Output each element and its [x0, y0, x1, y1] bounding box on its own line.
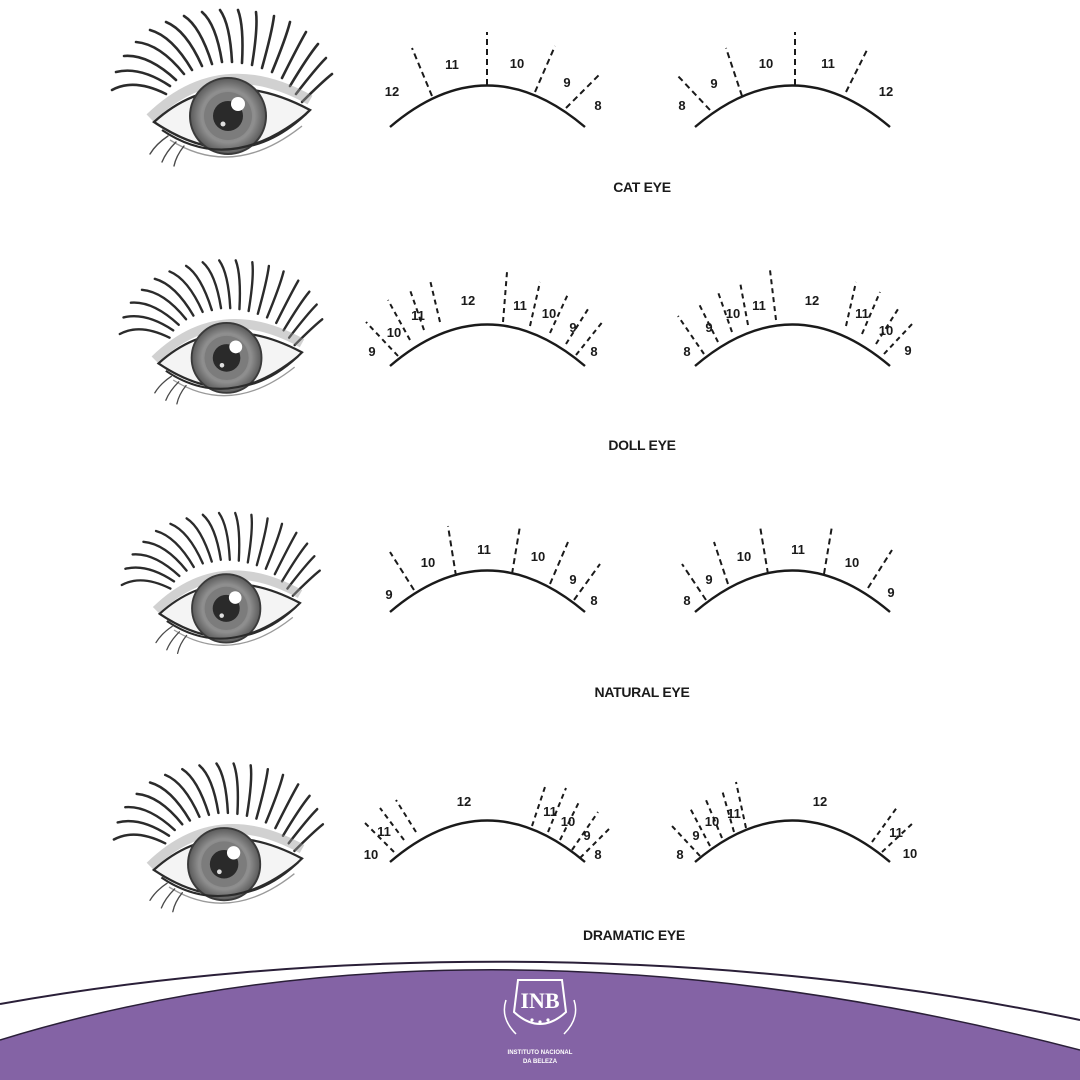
map-number: 10 [364, 847, 378, 862]
map-number: 9 [583, 828, 590, 843]
map-number: 11 [727, 806, 741, 821]
map-number: 11 [752, 298, 766, 313]
lash-line [694, 819, 891, 863]
section-dividers [671, 781, 915, 857]
lash-line [694, 84, 891, 128]
map-number: 12 [813, 794, 827, 809]
map-number: 9 [569, 320, 576, 335]
map-number: 8 [678, 98, 685, 113]
section-dividers [677, 269, 915, 355]
eye-illustration-doll [120, 260, 322, 404]
map-number: 10 [421, 555, 435, 570]
map-number: 10 [510, 56, 524, 71]
map-number: 10 [561, 814, 575, 829]
map-number: 10 [879, 323, 893, 338]
map-number: 11 [377, 824, 391, 839]
map-number: 8 [590, 593, 597, 608]
map-number: 8 [594, 98, 601, 113]
section-dividers [681, 525, 893, 601]
map-number: 8 [594, 847, 601, 862]
lash-line [694, 323, 891, 367]
map-number: 8 [683, 344, 690, 359]
lash-line [694, 569, 891, 613]
style-title-natural: NATURAL EYE [595, 684, 690, 700]
map-number: 12 [805, 293, 819, 308]
map-number: 8 [676, 847, 683, 862]
lash-map-dramatic-left: 10 11 12 11 10 9 8 [363, 783, 611, 863]
shield-icon [512, 979, 568, 1025]
brand-name-line1: INSTITUTO NACIONAL [508, 1050, 573, 1056]
map-number: 11 [791, 542, 805, 557]
map-number: 9 [705, 572, 712, 587]
map-number: 9 [563, 75, 570, 90]
map-number: 12 [385, 84, 399, 99]
section-dividers [389, 525, 601, 601]
map-number: 9 [904, 343, 911, 358]
footer-line-top [0, 960, 1080, 1021]
map-number: 11 [889, 825, 903, 840]
map-number: 11 [821, 56, 835, 71]
lash-map-doll-right: 8 9 10 11 12 11 10 9 [677, 269, 915, 367]
map-number: 11 [477, 542, 491, 557]
map-number: 10 [542, 306, 556, 321]
section-dividers [677, 32, 869, 111]
map-number: 11 [445, 57, 459, 72]
map-number: 10 [845, 555, 859, 570]
lash-line [389, 819, 586, 863]
map-number: 8 [683, 593, 690, 608]
section-dividers [365, 271, 605, 357]
eye-illustration-natural [122, 513, 320, 653]
laurel-icon [503, 999, 577, 1035]
lash-line [389, 323, 586, 367]
lash-map-cat-left: 12 11 10 9 8 [385, 32, 602, 128]
map-number: 9 [887, 585, 894, 600]
map-number: 9 [385, 587, 392, 602]
map-number: 11 [855, 306, 869, 321]
map-number: 12 [879, 84, 893, 99]
map-number: 12 [461, 293, 475, 308]
section-dividers [363, 783, 611, 859]
brand-logo: INB INSTITUTO NACIONAL DA BELEZA [503, 979, 577, 1065]
brand-monogram: INB [520, 988, 559, 1013]
map-number: 10 [759, 56, 773, 71]
map-number: 9 [710, 76, 717, 91]
map-number: 10 [737, 549, 751, 564]
map-number: 10 [903, 846, 917, 861]
lash-line [389, 84, 586, 128]
lash-map-doll-left: 9 10 11 12 11 10 9 8 [365, 271, 605, 367]
style-title-doll: DOLL EYE [608, 437, 675, 453]
map-number: 11 [411, 308, 425, 323]
map-number: 9 [705, 320, 712, 335]
map-number: 11 [543, 804, 557, 819]
lash-line [389, 569, 586, 613]
eye-illustration-dramatic [114, 764, 323, 912]
map-number: 10 [531, 549, 545, 564]
brand-name-line2: DA BELEZA [523, 1059, 558, 1065]
eye-illustration-cat [112, 10, 332, 166]
map-number: 9 [368, 344, 375, 359]
section-dividers [411, 32, 601, 109]
style-title-cat: CAT EYE [613, 179, 671, 195]
lash-map-dramatic-right: 8 9 10 11 12 11 10 [671, 781, 917, 863]
map-number: 10 [387, 325, 401, 340]
map-number: 11 [513, 298, 527, 313]
stars-icon [530, 1018, 550, 1024]
style-title-dramatic: DRAMATIC EYE [583, 927, 685, 943]
map-number: 12 [457, 794, 471, 809]
footer-line-edge [0, 969, 1080, 1051]
map-number: 9 [692, 828, 699, 843]
lash-map-natural-left: 9 10 11 10 9 8 [385, 525, 601, 613]
lash-map-cat-right: 8 9 10 11 12 [677, 32, 893, 128]
lash-map-natural-right: 8 9 10 11 10 9 [681, 525, 895, 613]
map-number: 10 [726, 306, 740, 321]
map-number: 8 [590, 344, 597, 359]
map-number: 10 [705, 814, 719, 829]
map-number: 9 [569, 572, 576, 587]
